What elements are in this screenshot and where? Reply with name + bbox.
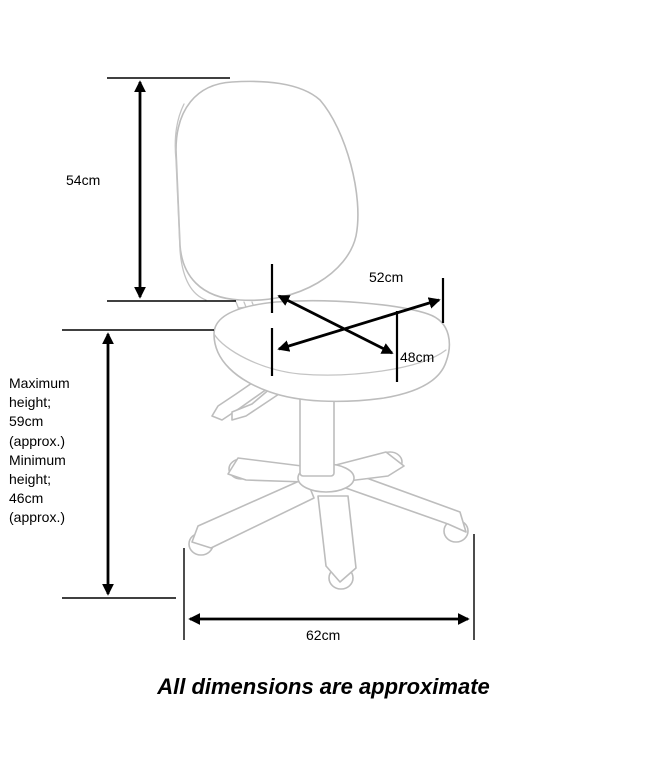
chair-seat-rim	[213, 333, 447, 376]
seat-height-label-line: height;	[9, 471, 52, 488]
seat-depth-label: 48cm	[400, 349, 434, 365]
seat-height-label-line: Minimum	[9, 451, 66, 468]
seat-depth-arrow	[277, 294, 394, 355]
seat-size-dimensions: 52cm 48cm	[270, 264, 445, 382]
seat-height-label-line: (approx.)	[9, 509, 66, 526]
seat-height-label-line: 59cm	[9, 413, 44, 430]
chair-base	[191, 451, 467, 583]
chair-backrest	[175, 80, 359, 302]
seat-height-label: Maximum height; 59cm (approx.) Minimum height…	[9, 374, 99, 528]
seat-height-label-line: (approx.)	[9, 432, 66, 449]
base-width-label: 62cm	[306, 627, 340, 643]
seat-height-label-line: height;	[9, 394, 52, 411]
chair-gas-column	[299, 395, 335, 477]
backrest-height-dimension: 54cm	[66, 77, 236, 302]
office-chair-drawing	[174, 80, 469, 590]
base-width-dimension: 62cm	[183, 534, 475, 643]
seat-height-label-line: Maximum	[9, 375, 70, 391]
seat-height-label-line: 46cm	[9, 490, 44, 507]
seat-width-label: 52cm	[369, 269, 403, 285]
seat-height-dimension	[62, 329, 214, 599]
chair-backrest-edge	[174, 103, 207, 301]
approximate-dimensions-note: All dimensions are approximate	[157, 674, 490, 699]
backrest-height-label: 54cm	[66, 172, 100, 188]
